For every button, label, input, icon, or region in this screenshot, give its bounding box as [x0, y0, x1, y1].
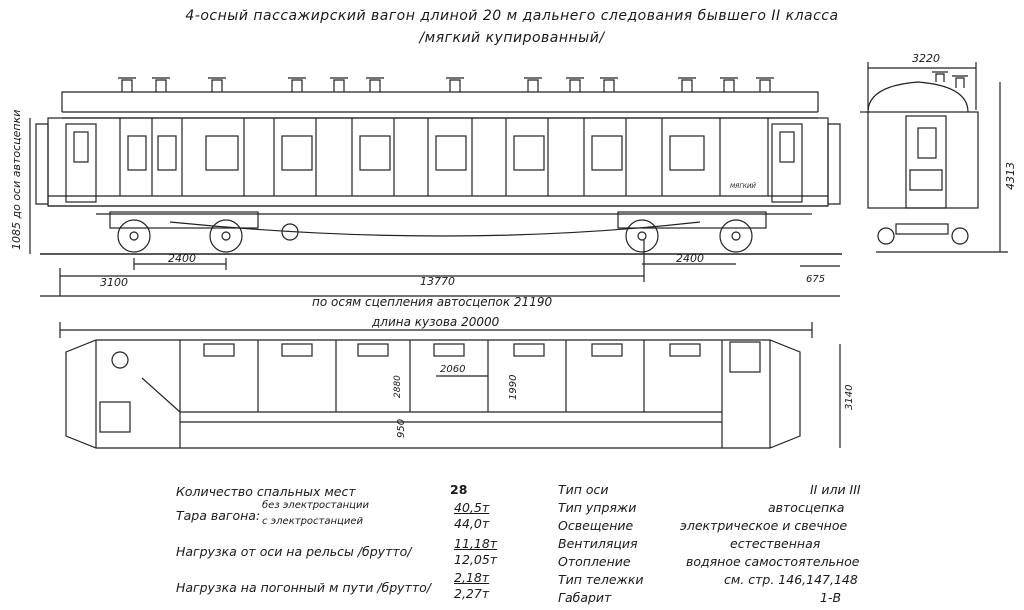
axle-load-v1: 11,18т [454, 536, 498, 551]
roof-outline [61, 91, 819, 112]
dim-coupling-length: по осям сцепления автосцепок 21190 [312, 295, 552, 309]
left-end-door [65, 123, 97, 203]
dim-bogie-base-left: 2400 [168, 252, 196, 265]
plan-dim-total-width: 3140 [844, 385, 855, 410]
heating-label: Отопление [558, 554, 631, 569]
truss-rod [169, 221, 701, 237]
car-body [47, 117, 829, 207]
bogie-value: см. стр. 146,147,148 [724, 572, 858, 587]
diagram-subtitle: /мягкий купированный/ [419, 30, 605, 46]
side-windows [73, 131, 795, 171]
end-view-drawing [860, 62, 1008, 253]
meter-load-label: Нагрузка на погонный м пути /брутто/ [176, 580, 431, 595]
tare-no-power: без электростанции [262, 500, 369, 511]
plan-view-drawing [59, 322, 841, 449]
coupler-value: автосцепка [768, 500, 845, 515]
axle-load-v2: 12,05т [454, 552, 498, 567]
side-marking: МЯГКИЙ [730, 183, 756, 190]
tare-label: Тара вагона: [176, 508, 261, 523]
dim-end-to-bogie: 3100 [100, 276, 128, 289]
end-view-width: 3220 [912, 52, 940, 65]
body-panels [119, 118, 769, 196]
gauge-label: Габарит [558, 590, 612, 605]
plan-outline [65, 339, 801, 449]
ventilation-label: Вентиляция [558, 536, 638, 551]
plan-body-length: длина кузова 20000 [371, 315, 500, 329]
axle-type-label: Тип оси [558, 482, 609, 497]
dim-overhang: 675 [806, 274, 825, 285]
washbasin [111, 351, 129, 369]
berths [203, 343, 701, 357]
axle-load-label: Нагрузка от оси на рельсы /брутто/ [176, 544, 412, 559]
plan-dim-inner-width: 2880 [393, 375, 403, 398]
plan-dim-compartment: 2060 [440, 364, 465, 375]
end-view-height: 4313 [1004, 162, 1017, 190]
compartment-walls [257, 340, 723, 448]
specs-left: Количество спальных мест 28 Тара вагона:… [176, 480, 516, 606]
berths-label: Количество спальных мест [176, 484, 356, 499]
left-bogie [109, 211, 259, 253]
right-bogie [617, 211, 767, 253]
tare-no-power-value: 40,5т [454, 500, 490, 515]
axle-type-value: II или III [810, 482, 861, 497]
specs-right: Тип оси II или III Тип упряжи автосцепка… [558, 480, 861, 606]
meter-load-v1: 2,18т [454, 570, 490, 585]
dim-height-axis: 1085 до оси автосцепки [10, 110, 23, 250]
gauge-value: 1-В [820, 590, 842, 605]
diagram-title: 4-осный пассажирский вагон длиной 20 м д… [185, 8, 839, 24]
lighting-label: Освещение [558, 518, 634, 533]
tare-power-value: 44,0т [454, 516, 490, 531]
ventilation-value: естественная [730, 536, 821, 551]
meter-load-v2: 2,27т [454, 586, 490, 601]
roof-ventilators [118, 77, 774, 92]
coupler-label: Тип упряжи [558, 500, 637, 515]
plan-dim-corridor: 950 [396, 419, 407, 438]
tare-power: с электростанцией [262, 516, 363, 527]
dim-bogie-centers: 13770 [420, 275, 455, 288]
dim-bogie-base-right: 2400 [676, 252, 704, 265]
berths-value: 28 [450, 482, 468, 497]
plan-dim-aisle: 1990 [508, 375, 519, 400]
heating-value: водяное самостоятельное [686, 554, 860, 569]
center-reservoir [281, 223, 299, 241]
right-end-door [771, 123, 803, 203]
bogie-label: Тип тележки [558, 572, 644, 587]
lighting-value: электрическое и свечное [680, 518, 848, 533]
